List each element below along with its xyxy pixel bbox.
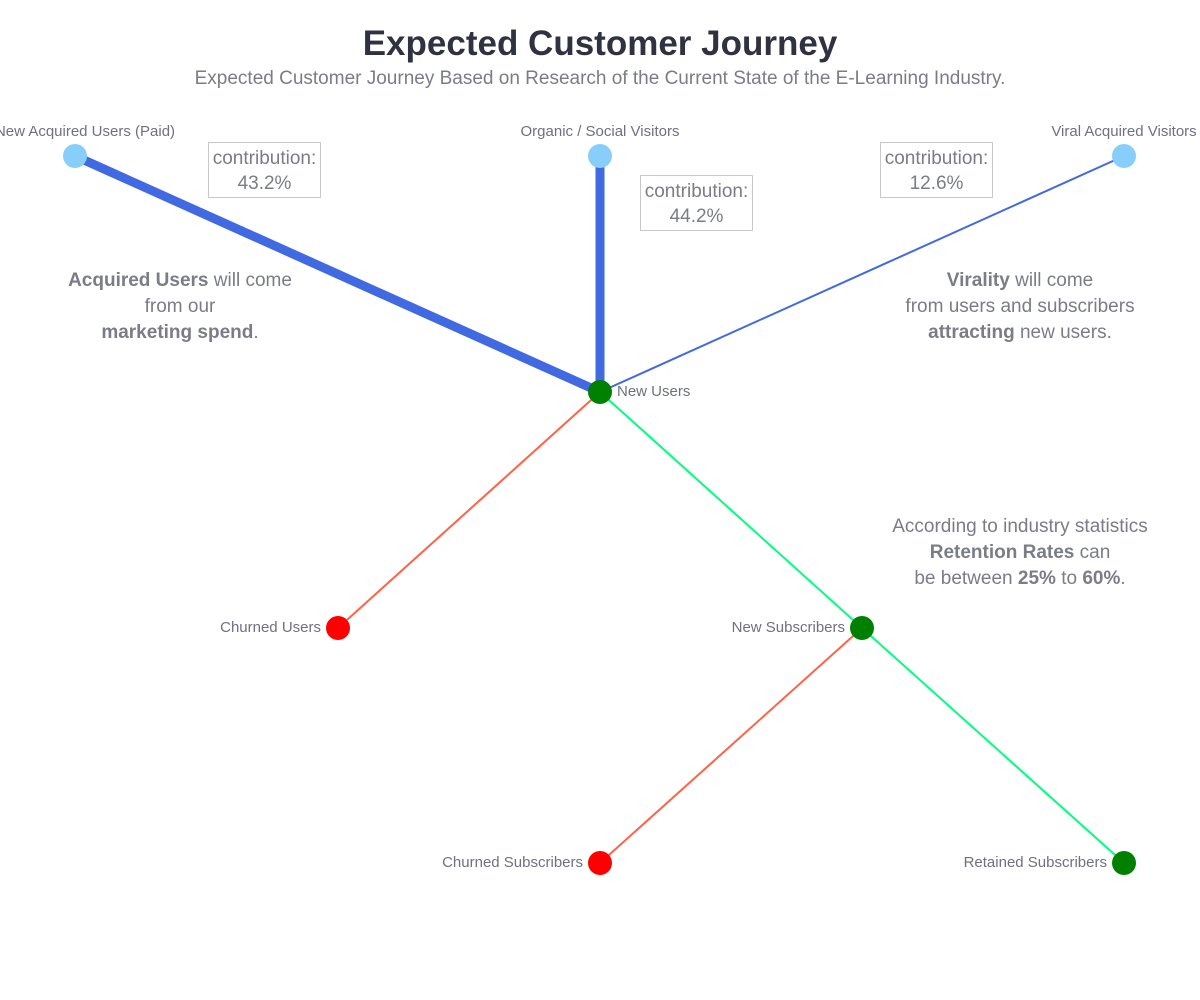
node-retained-subscribers[interactable] (1112, 851, 1136, 875)
node-label-churned-subscribers: Churned Subscribers (442, 854, 583, 871)
chart-title: Expected Customer Journey (363, 24, 838, 63)
note-acquired-l1-rest: will come (209, 270, 292, 291)
note-acquired: Acquired Users will come from our market… (68, 270, 292, 343)
note-retention-l2-bold: Retention Rates (930, 542, 1075, 563)
note-retention-l3-b2: 60% (1082, 568, 1120, 589)
link-new-subscribers-to-retained-subscribers (861, 627, 1125, 864)
link-acquired-to-new-users (73, 151, 602, 397)
node-label-acquired: New Acquired Users (Paid) (0, 123, 175, 140)
node-churned-users[interactable] (326, 616, 350, 640)
svg-text:Acquired Users will come: Acquired Users will come (68, 270, 292, 291)
contribution-viral-label: contribution: (885, 148, 989, 169)
contribution-acquired-value: 43.2% (238, 173, 292, 194)
note-retention-l2-rest: can (1074, 542, 1110, 563)
node-label-organic: Organic / Social Visitors (521, 123, 680, 140)
node-acquired[interactable] (63, 144, 87, 168)
chart-subtitle: Expected Customer Journey Based on Resea… (195, 68, 1006, 89)
note-virality-l1-rest: will come (1010, 270, 1093, 291)
node-new-users[interactable] (588, 380, 612, 404)
nodes (63, 144, 1136, 875)
note-retention-l1: According to industry statistics (892, 516, 1148, 537)
svg-text:Retention Rates can: Retention Rates can (930, 542, 1111, 563)
link-new-users-to-new-subscribers (599, 391, 863, 629)
link-viral-to-new-users (599, 155, 1125, 393)
note-virality-l3-bold: attracting (928, 322, 1015, 343)
note-acquired-l3-bold: marketing spend (101, 322, 253, 343)
contribution-viral-box (880, 142, 993, 198)
link-new-subscribers-to-churned-subscribers (599, 627, 863, 864)
node-new-subscribers[interactable] (850, 616, 874, 640)
node-labels: New Acquired Users (Paid) Organic / Soci… (0, 123, 1197, 871)
note-virality-l2: from users and subscribers (905, 296, 1134, 317)
svg-text:attracting new users.: attracting new users. (928, 322, 1112, 343)
contribution-acquired-label: contribution: (213, 148, 317, 169)
contribution-viral: contribution: 12.6% (880, 142, 993, 198)
contribution-acquired-box (208, 142, 321, 198)
node-label-churned-users: Churned Users (220, 619, 321, 636)
contribution-viral-value: 12.6% (910, 173, 964, 194)
contribution-acquired: contribution: 43.2% (208, 142, 321, 198)
note-acquired-l1-bold: Acquired Users (68, 270, 208, 291)
contribution-organic-value: 44.2% (670, 206, 724, 227)
contribution-organic-label: contribution: (645, 181, 749, 202)
note-retention-l3-pre: be between (914, 568, 1018, 589)
svg-text:marketing spend.: marketing spend. (101, 322, 258, 343)
node-label-new-users: New Users (617, 383, 690, 400)
svg-text:Virality will come: Virality will come (947, 270, 1093, 291)
note-virality: Virality will come from users and subscr… (905, 270, 1134, 343)
link-new-users-to-churned-users (337, 391, 601, 629)
note-retention-l3-end: . (1120, 568, 1125, 589)
links (73, 151, 1125, 864)
contribution-organic: contribution: 44.2% (640, 175, 753, 231)
svg-text:be between 25% to 60%.: be between 25% to 60%. (914, 568, 1125, 589)
node-label-viral: Viral Acquired Visitors (1051, 123, 1196, 140)
contribution-organic-box (640, 175, 753, 231)
note-virality-l1-bold: Virality (947, 270, 1010, 291)
note-retention: According to industry statistics Retenti… (892, 516, 1148, 589)
note-acquired-l2: from our (145, 296, 216, 317)
node-organic[interactable] (588, 144, 612, 168)
note-virality-l3-rest: new users. (1015, 322, 1112, 343)
node-viral[interactable] (1112, 144, 1136, 168)
note-retention-l3-mid: to (1056, 568, 1082, 589)
node-churned-subscribers[interactable] (588, 851, 612, 875)
node-label-new-subscribers: New Subscribers (732, 619, 845, 636)
note-acquired-l3-rest: . (253, 322, 258, 343)
node-label-retained-subscribers: Retained Subscribers (964, 854, 1107, 871)
note-retention-l3-b1: 25% (1018, 568, 1056, 589)
